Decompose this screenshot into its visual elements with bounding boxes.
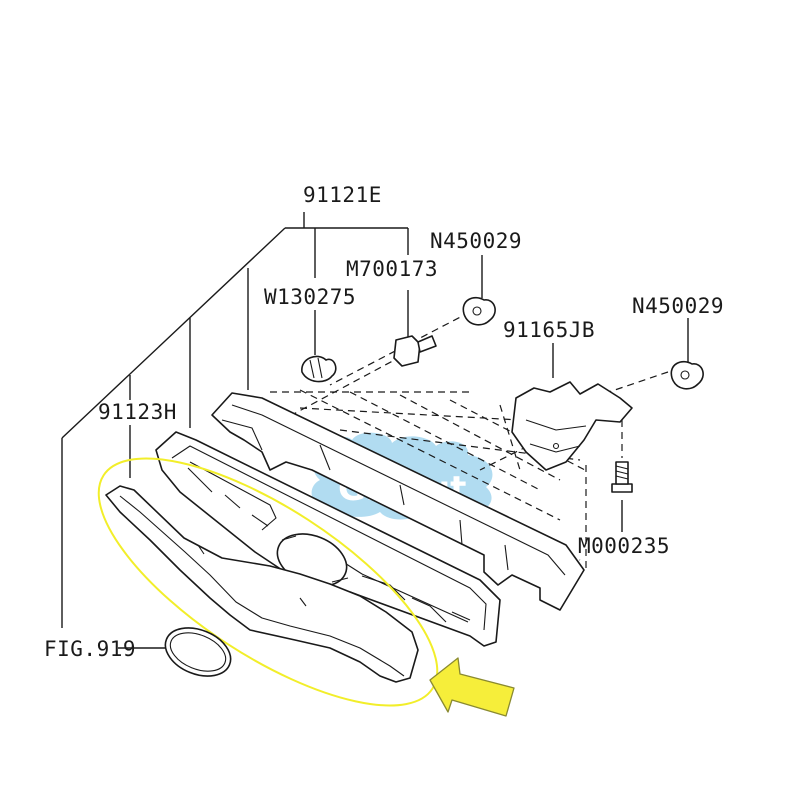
indicator-arrow xyxy=(429,657,515,717)
label-N450029-a: N450029 xyxy=(430,229,522,253)
highlight-ellipse xyxy=(97,457,439,707)
clip-N450029-a xyxy=(462,296,496,326)
clip-W130275 xyxy=(301,355,337,383)
label-W130275: W130275 xyxy=(264,285,356,309)
label-91123H: 91123H xyxy=(98,400,177,424)
bracket-91165JB xyxy=(511,381,633,471)
label-M000235: M000235 xyxy=(578,534,670,558)
label-FIG919: FIG.919 xyxy=(44,637,136,661)
clip-M700173 xyxy=(393,335,437,367)
label-M700173: M700173 xyxy=(346,257,438,281)
indicator-arrow-shape xyxy=(429,657,515,717)
grille-main-body xyxy=(155,431,501,647)
emblem xyxy=(164,627,232,677)
label-91165JB: 91165JB xyxy=(503,318,595,342)
clip-N450029-b xyxy=(670,360,704,390)
front-grille-91123H xyxy=(105,485,419,683)
grille-upper-frame xyxy=(211,392,585,611)
part-labels: 91121E N450029 M700173 W130275 N450029 9… xyxy=(44,183,724,661)
leader-lines xyxy=(61,212,689,649)
label-91121E: 91121E xyxy=(303,183,382,207)
bolt-M000235 xyxy=(611,461,633,493)
label-N450029-b: N450029 xyxy=(632,294,724,318)
